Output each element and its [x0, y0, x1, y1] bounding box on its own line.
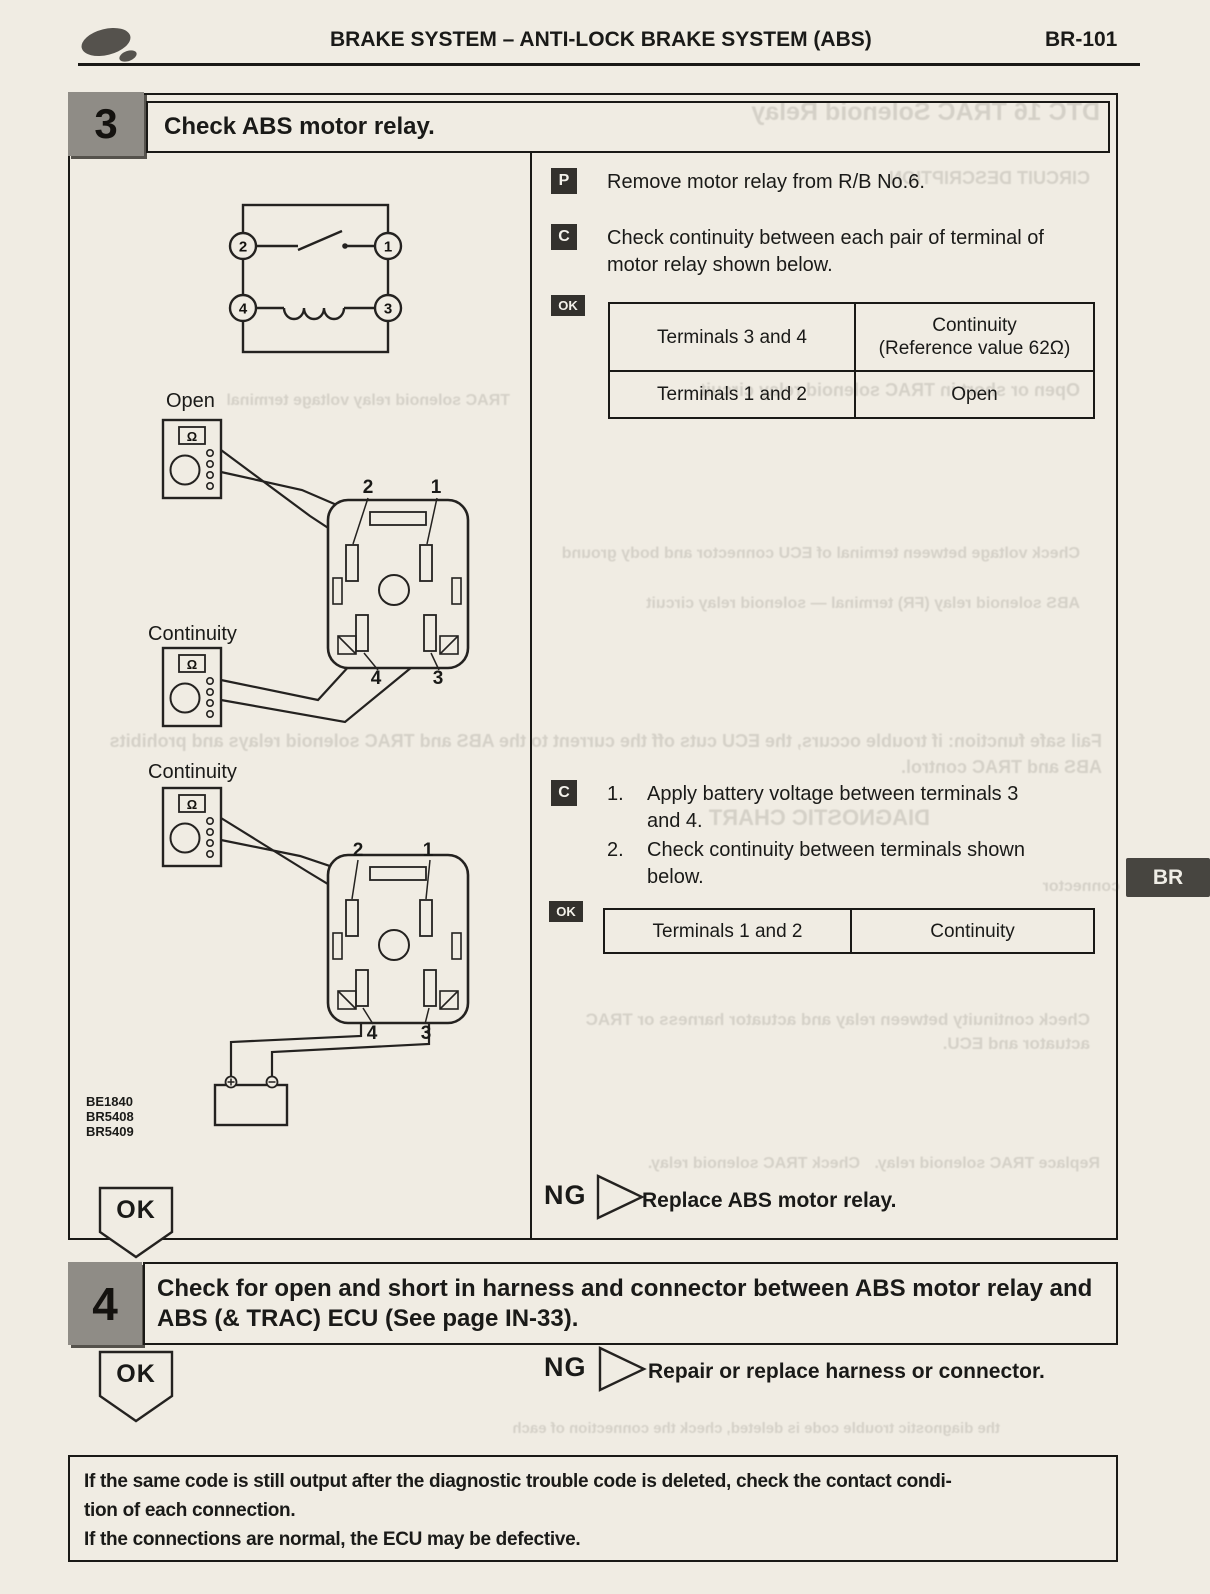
- table-row: Terminals 1 and 2 Open: [610, 370, 1093, 417]
- instruction-c1-text: Check continuity between each pair of te…: [607, 227, 1044, 276]
- connector2-terminal-label-1: 1: [422, 840, 434, 861]
- list-item-text: Check continuity between terminals shown…: [647, 839, 1025, 888]
- continuity-table-2: Terminals 1 and 2 Continuity: [603, 908, 1095, 954]
- figure-code-1: BE1840: [86, 1094, 133, 1109]
- table-cell-terminals-3-4: Terminals 3 and 4: [610, 304, 856, 370]
- ng-label-1: NG: [544, 1180, 587, 1210]
- page-header-title: BRAKE SYSTEM – ANTI-LOCK BRAKE SYSTEM (A…: [330, 28, 872, 51]
- connector1-terminal-label-3: 3: [432, 668, 444, 689]
- ok-label-2: OK: [116, 1360, 156, 1388]
- connector1-terminal-label-2: 2: [362, 477, 374, 498]
- step3-box: [68, 93, 1118, 1240]
- badge-c-2: C: [551, 780, 577, 806]
- step4-title-box: Check for open and short in harness and …: [143, 1262, 1118, 1345]
- ng-arrow-2: [598, 1346, 647, 1392]
- table-cell-terminals-1-2: Terminals 1 and 2: [605, 910, 852, 952]
- continuity-label-2: Continuity: [148, 761, 237, 783]
- ok-label-1: OK: [116, 1196, 156, 1224]
- note-line-1: If the same code is still output after t…: [84, 1471, 952, 1492]
- step3-title: Check ABS motor relay.: [164, 113, 435, 140]
- table-row: Terminals 1 and 2 Continuity: [605, 910, 1093, 952]
- table-cell-terminals-1-2: Terminals 1 and 2: [610, 372, 856, 417]
- ng-text-2: Repair or replace harness or connector.: [648, 1360, 1045, 1383]
- figure-code-2: BR5408: [86, 1109, 134, 1124]
- note-line-3: If the connections are normal, the ECU m…: [84, 1529, 581, 1550]
- note-box: If the same code is still output after t…: [68, 1455, 1118, 1562]
- step3-column-divider: [530, 153, 533, 1239]
- connector1-terminal-label-4: 4: [370, 668, 382, 689]
- ok-badge-2: OK: [549, 901, 583, 922]
- table-cell-line: Continuity: [932, 315, 1017, 336]
- step4-number: 4: [68, 1262, 142, 1345]
- figure-codes: BE1840 BR5408 BR5409: [86, 1094, 134, 1139]
- badge-p: P: [551, 168, 577, 194]
- continuity-table-1: Terminals 3 and 4 Continuity (Reference …: [608, 302, 1095, 419]
- step3-title-box: Check ABS motor relay.: [146, 101, 1110, 153]
- step4-title: Check for open and short in harness and …: [157, 1274, 1093, 1332]
- page-number: BR-101: [1045, 28, 1118, 51]
- instruction-c2-list: 1. Apply battery voltage between termina…: [607, 781, 1057, 891]
- table-cell-line: (Reference value 62Ω): [878, 338, 1071, 359]
- list-item: 2. Check continuity between terminals sh…: [607, 837, 1057, 891]
- connector2-terminal-label-3: 3: [420, 1023, 432, 1044]
- figure-code-3: BR5409: [86, 1124, 134, 1139]
- continuity-label-1: Continuity: [148, 623, 237, 645]
- step3-number: 3: [68, 92, 144, 156]
- ghost-text-12: the diagnostic trouble code is deleted, …: [512, 1420, 1000, 1437]
- badge-c-1: C: [551, 224, 577, 250]
- instruction-p-text: Remove motor relay from R/B No.6.: [607, 171, 925, 193]
- note-line-2: tion of each connection.: [84, 1500, 296, 1521]
- header-rule: [78, 63, 1140, 66]
- list-item: 1. Apply battery voltage between termina…: [607, 781, 1057, 835]
- connector2-terminal-label-2: 2: [352, 840, 364, 861]
- connector2-terminal-label-4: 4: [366, 1023, 378, 1044]
- ng-label-2: NG: [544, 1352, 587, 1382]
- section-tab-br: BR: [1126, 858, 1210, 897]
- ok-badge-1: OK: [551, 295, 585, 316]
- table-cell-open: Open: [951, 384, 998, 405]
- list-item-number: 2.: [607, 839, 624, 861]
- list-item-number: 1.: [607, 783, 624, 805]
- ng-text-1: Replace ABS motor relay.: [642, 1189, 897, 1212]
- table-cell-continuity: Continuity: [930, 920, 1015, 942]
- list-item-text: Apply battery voltage between terminals …: [647, 783, 1019, 832]
- connector1-terminal-label-1: 1: [430, 477, 442, 498]
- scan-smudge-icon: [81, 28, 137, 62]
- table-cell-continuity-ref: Continuity (Reference value 62Ω): [856, 304, 1093, 370]
- open-label: Open: [166, 390, 215, 412]
- table-row: Terminals 3 and 4 Continuity (Reference …: [610, 304, 1093, 370]
